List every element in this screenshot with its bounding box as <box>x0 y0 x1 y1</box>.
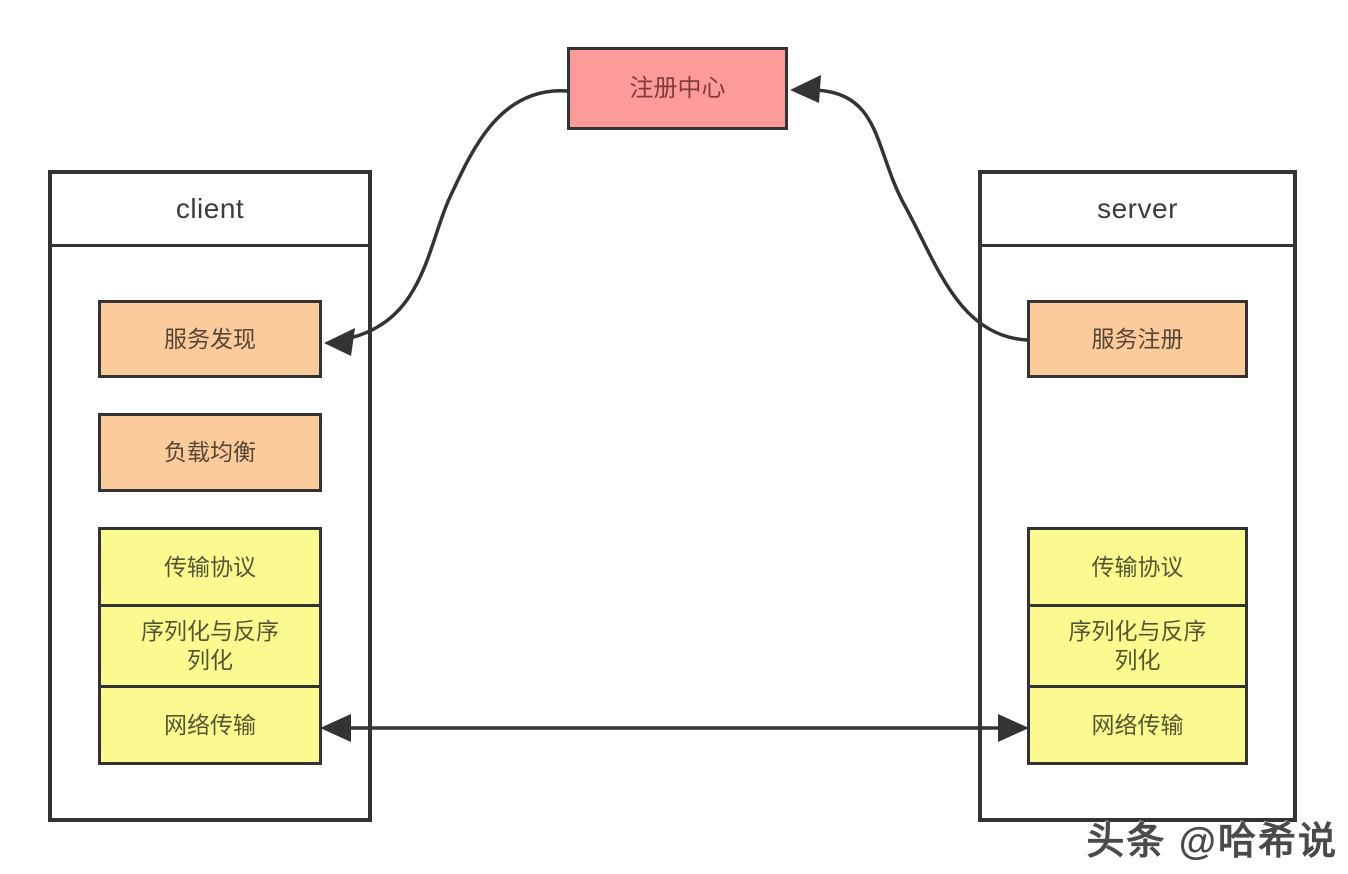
server-service-register-box: 服务注册 <box>1027 300 1248 378</box>
server-transport-protocol-label: 传输协议 <box>1091 553 1184 580</box>
server-serialization-label: 序列化与反序列化 <box>1068 618 1207 673</box>
registry-arrowhead-icon <box>790 75 821 103</box>
client-header: client <box>52 174 368 247</box>
server-network-transfer-label: 网络传输 <box>1091 711 1184 738</box>
client-network-transfer-cell: 网络传输 <box>101 688 319 762</box>
watermark-text: 头条 @哈希说 <box>1086 821 1338 863</box>
client-service-discovery-box: 服务发现 <box>98 300 322 378</box>
service-discovery-label: 服务发现 <box>164 325 256 352</box>
load-balance-label: 负载均衡 <box>164 439 256 466</box>
server-transport-protocol-cell: 传输协议 <box>1030 530 1245 604</box>
client-network-transfer-label: 网络传输 <box>164 711 256 738</box>
server-serialization-cell: 序列化与反序列化 <box>1030 604 1245 688</box>
registry-center-node: 注册中心 <box>567 47 788 130</box>
server-network-transfer-cell: 网络传输 <box>1030 688 1245 762</box>
server-title: server <box>1097 193 1178 224</box>
client-serialization-label: 序列化与反序列化 <box>141 618 279 673</box>
client-load-balance-box: 负载均衡 <box>98 413 322 492</box>
client-transport-protocol-cell: 传输协议 <box>101 530 319 604</box>
server-header: server <box>982 174 1293 247</box>
service-register-label: 服务注册 <box>1091 325 1184 352</box>
registry-to-service-discovery-curve <box>348 89 570 340</box>
client-serialization-cell: 序列化与反序列化 <box>101 604 319 688</box>
client-transport-protocol-label: 传输协议 <box>164 553 256 580</box>
client-title: client <box>175 193 245 224</box>
registry-center-label: 注册中心 <box>629 74 726 102</box>
server-protocol-stack: 传输协议 序列化与反序列化 网络传输 <box>1027 527 1248 765</box>
client-protocol-stack: 传输协议 序列化与反序列化 网络传输 <box>98 527 322 765</box>
